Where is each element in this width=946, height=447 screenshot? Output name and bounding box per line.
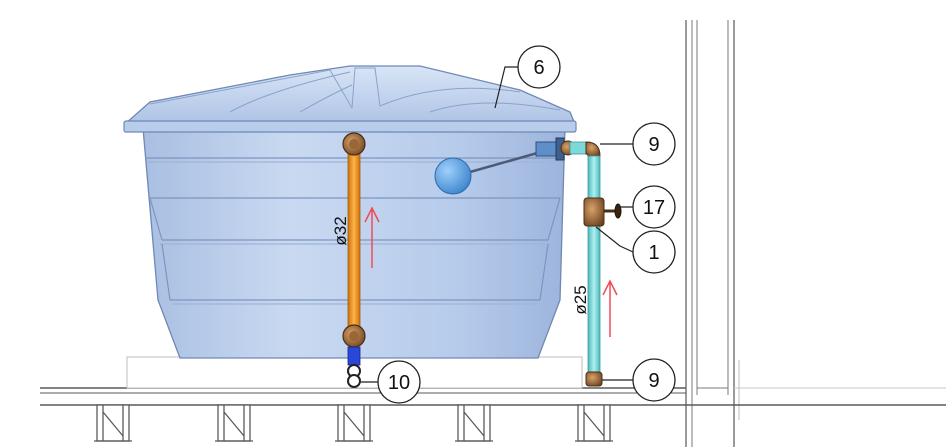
- callout-1: 1: [632, 230, 676, 274]
- svg-text:1: 1: [648, 242, 659, 264]
- outlet-pipe-diameter-label: ø25: [571, 285, 590, 314]
- tank-lid-rim: [123, 120, 577, 133]
- inlet-pipe-diameter-label: ø32: [331, 216, 350, 245]
- svg-text:9: 9: [648, 370, 659, 392]
- inlet-pipe: [342, 132, 366, 388]
- float-ball-icon: [434, 137, 576, 195]
- support-beams: [94, 404, 613, 442]
- floor-slab: [40, 387, 946, 406]
- support-beam-4: [455, 404, 493, 442]
- svg-text:17: 17: [643, 197, 665, 219]
- support-beam-1: [94, 404, 132, 442]
- callout-6: 6: [517, 45, 561, 89]
- inlet-flow-arrow: [364, 206, 380, 268]
- building-wall: [685, 20, 740, 447]
- outlet-pipe: [569, 141, 603, 387]
- callout-10: 10: [377, 360, 421, 404]
- blue-pipe-segment: [347, 346, 361, 366]
- tank-lid-segments: [149, 67, 561, 113]
- support-beam-3: [335, 404, 373, 442]
- callout-9-bottom: 9: [632, 358, 676, 402]
- callout-9-top: 9: [632, 122, 676, 166]
- svg-text:10: 10: [388, 372, 410, 394]
- bottom-elbow: [585, 371, 603, 387]
- svg-text:9: 9: [648, 134, 659, 156]
- callout-17: 17: [632, 185, 676, 229]
- support-beam-5: [575, 404, 613, 442]
- outlet-flow-arrow: [602, 279, 618, 337]
- valve-handle-icon: [583, 197, 622, 227]
- svg-text:6: 6: [533, 57, 544, 79]
- tank-lid: [123, 65, 576, 125]
- arrow-up-icon: [364, 206, 618, 337]
- support-beam-2: [215, 404, 253, 442]
- callout-leaders: [361, 66, 634, 383]
